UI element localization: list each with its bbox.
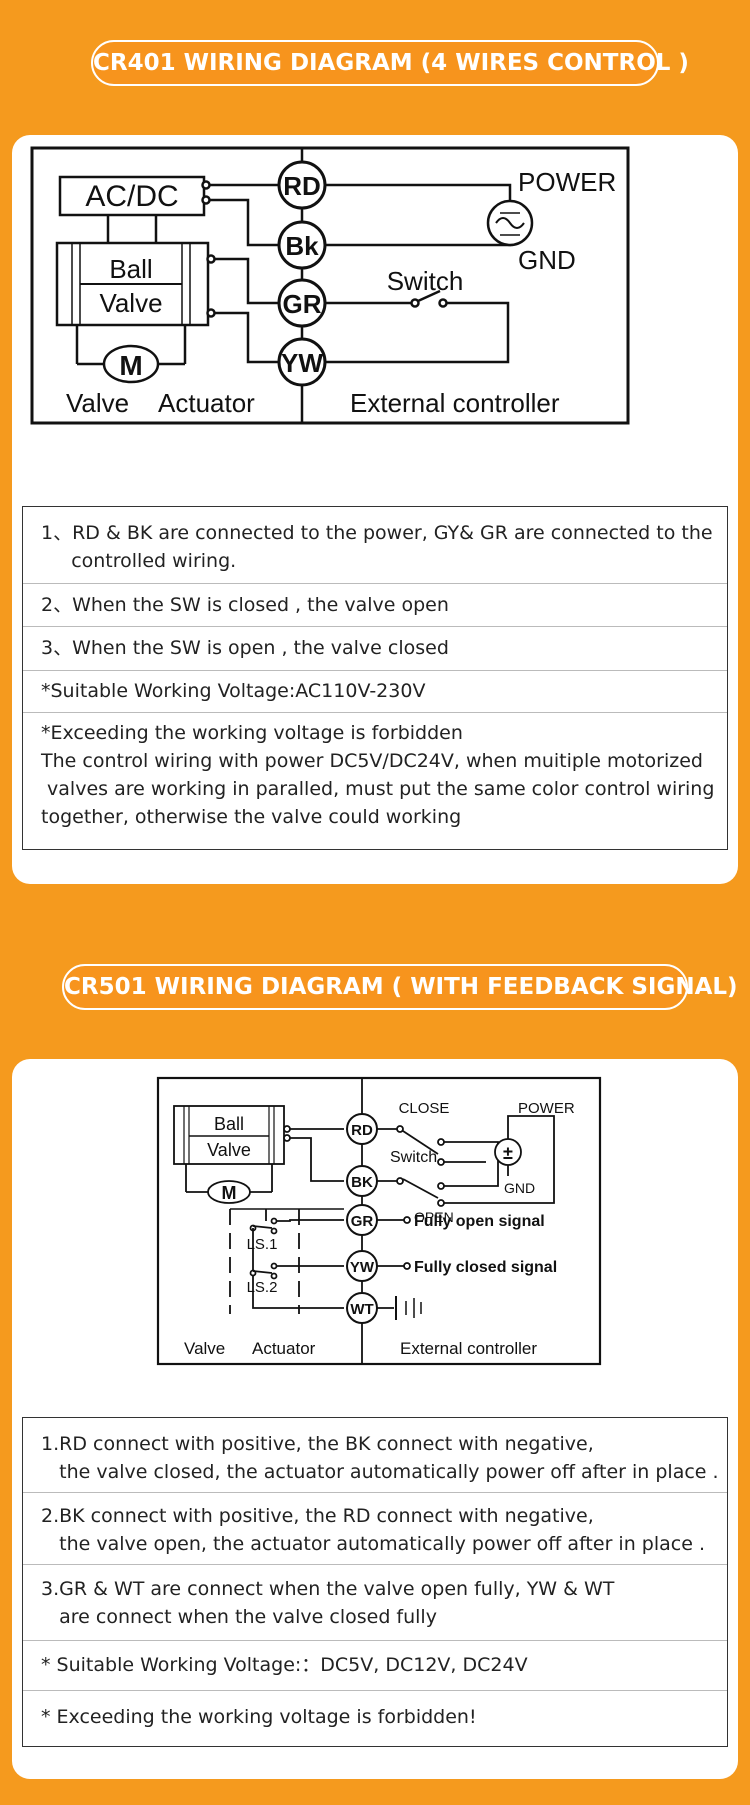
svg-text:BK: BK	[351, 1174, 373, 1191]
section1-card: AC/DC Ball Valve M RD Bk	[12, 135, 738, 884]
motor-symbol	[207, 1180, 251, 1204]
svg-text:±: ±	[503, 1143, 513, 1163]
note-item: 2.BK connect with positive, the RD conne…	[23, 1493, 727, 1565]
svg-text:WT: WT	[350, 1301, 373, 1318]
svg-text:M: M	[222, 1183, 237, 1203]
acdc-label: AC/DC	[85, 180, 178, 213]
section1-notes: 1、RD & BK are connected to the power, GY…	[22, 506, 728, 850]
fully-open-signal-label: Fully open signal	[414, 1213, 545, 1230]
valve-actuator-label-2: Actuator	[158, 388, 255, 418]
note-item: *Suitable Working Voltage:AC110V-230V	[23, 671, 727, 713]
section2-notes: 1.RD connect with positive, the BK conne…	[22, 1417, 728, 1747]
note-item: 1、RD & BK are connected to the power, GY…	[23, 507, 727, 584]
note-item: * Suitable Working Voltage:：DC5V, DC12V,…	[23, 1641, 727, 1691]
svg-text:Valve: Valve	[184, 1339, 225, 1358]
motor-symbol	[102, 344, 160, 384]
valve-actuator-label-1: Valve	[66, 388, 129, 418]
note-item: 2、When the SW is closed , the valve open	[23, 584, 727, 627]
svg-text:External controller: External controller	[400, 1339, 537, 1358]
switch-label: Switch	[387, 266, 464, 296]
svg-text:LS.1: LS.1	[247, 1236, 278, 1253]
open-label: OPEN	[414, 1209, 454, 1225]
svg-text:M: M	[119, 350, 142, 381]
note-item: 3、When the SW is open , the valve closed	[23, 627, 727, 671]
note-item: *Exceeding the working voltage is forbid…	[41, 722, 715, 828]
external-controller-label: External controller	[350, 388, 560, 418]
svg-text:GR: GR	[283, 289, 322, 319]
svg-text:Ball: Ball	[214, 1114, 244, 1134]
ball-valve-box	[173, 1105, 285, 1165]
cr501-wiring-diagram: Ball Valve M RD BK LS.1 LS	[156, 1076, 602, 1366]
section2-card: Ball Valve M RD BK LS.1 LS	[12, 1059, 738, 1779]
close-label: CLOSE	[399, 1100, 450, 1117]
ball-label: Ball	[109, 254, 152, 284]
power-label: POWER	[518, 1100, 575, 1117]
valve-label: Valve	[99, 288, 162, 318]
cr401-wiring-diagram: AC/DC Ball Valve M RD Bk	[30, 146, 630, 425]
note-item: 1.RD connect with positive, the BK conne…	[23, 1418, 727, 1493]
fully-closed-signal-label: Fully closed signal	[414, 1259, 557, 1276]
note-item: 3.GR & WT are connect when the valve ope…	[23, 1565, 727, 1641]
note-item: * Exceeding the working voltage is forbi…	[41, 1706, 477, 1728]
switch-label: Switch	[390, 1149, 437, 1166]
svg-text:RD: RD	[283, 171, 321, 201]
svg-text:YW: YW	[281, 348, 323, 378]
section2-title: CR501 WIRING DIAGRAM ( WITH FEEDBACK SIG…	[62, 964, 738, 1010]
svg-text:RD: RD	[351, 1122, 373, 1139]
svg-text:Valve: Valve	[207, 1140, 251, 1160]
gnd-label: GND	[518, 245, 576, 275]
power-label: POWER	[518, 167, 616, 197]
svg-text:LS.2: LS.2	[247, 1279, 278, 1296]
section1-title: CR401 WIRING DIAGRAM (4 WIRES CONTROL )	[91, 40, 689, 86]
svg-text:Bk: Bk	[285, 231, 319, 261]
svg-text:YW: YW	[350, 1259, 375, 1276]
ball-valve-box	[55, 241, 210, 327]
svg-text:Actuator: Actuator	[252, 1339, 316, 1358]
gnd-label: GND	[504, 1180, 535, 1196]
svg-text:GR: GR	[351, 1213, 374, 1230]
